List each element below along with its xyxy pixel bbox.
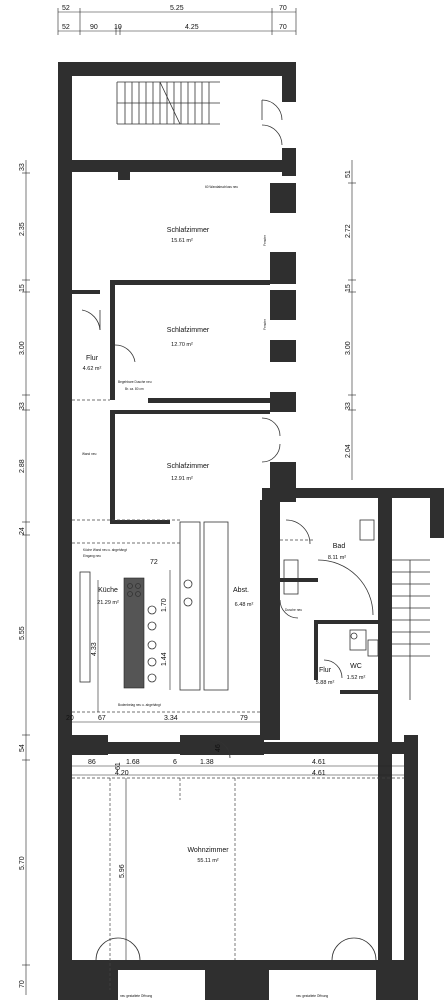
dim-86: 86	[88, 759, 96, 766]
dim-left-6: 2.88	[19, 459, 26, 473]
room-name-flur-2: Flur	[319, 667, 332, 674]
dim-top-5: 90	[90, 24, 98, 31]
top-dimensions: 52 5.25 70 52 90 10 4.25 70	[57, 5, 297, 35]
left-dimensions: 33 2.35 15 3.00 33 2.88 24 5.55 54 5.70 …	[19, 160, 30, 995]
dim-right-4: 3.00	[345, 341, 352, 355]
dim-top-6: 10	[114, 24, 122, 31]
room-name-wohnzimmer: Wohnzimmer	[187, 847, 229, 854]
dim-67: 67	[98, 715, 106, 722]
room-area-kueche: 21.29 m²	[97, 600, 119, 606]
dim-top-2: 5.25	[170, 5, 184, 12]
note-wand-neu: Wand neu	[82, 452, 97, 456]
inner-dimensions: 20 67 3.34 79 72 1.70 1.44 4.33 46 86 61…	[66, 559, 404, 960]
note-kueche-wand: Küche Wand neu u. abgehängt	[83, 548, 127, 552]
staircase-right	[392, 559, 430, 700]
dim-left-2: 2.35	[19, 222, 26, 236]
dim-left-11: 70	[19, 980, 26, 988]
note-fenster-1: Fenster	[263, 234, 267, 246]
note-oeffnung-2: neu gestaltete Öffnung	[296, 994, 328, 998]
dim-138: 1.38	[200, 759, 214, 766]
dim-20: 20	[66, 715, 74, 722]
dim-46: 46	[215, 744, 222, 752]
note-wandabschluss: 60 Wandabschluss neu	[205, 185, 238, 189]
dim-420: 4.20	[115, 770, 129, 777]
dim-596: 5.96	[119, 864, 126, 878]
room-area-schlafzimmer-3: 12.91 m²	[171, 476, 193, 482]
plan-notes: 60 Wandabschluss neu Fenster Fenster Beg…	[82, 185, 328, 998]
dim-72: 72	[150, 559, 158, 566]
room-name-kueche: Küche	[98, 587, 118, 594]
dim-top-3: 70	[279, 5, 287, 12]
dim-left-10: 5.70	[19, 856, 26, 870]
dim-left-3: 15	[19, 284, 26, 292]
dim-left-9: 54	[19, 744, 26, 752]
room-area-flur-1: 4.62 m²	[83, 366, 102, 372]
room-area-flur-2: 5.88 m²	[316, 680, 335, 686]
note-dusche: Begehbare Dusche neu	[118, 380, 152, 384]
room-name-flur-1: Flur	[86, 355, 99, 362]
note-bad-dusche: Dusche neu	[285, 608, 302, 612]
dim-left-4: 3.00	[19, 341, 26, 355]
room-area-abst: 6.48 m²	[235, 602, 254, 608]
dim-433: 4.33	[91, 642, 98, 656]
room-name-schlafzimmer-3: Schlafzimmer	[167, 463, 210, 470]
dim-61: 61	[115, 762, 122, 770]
dim-461b: 4.61	[312, 770, 326, 777]
walls	[58, 62, 444, 1000]
room-area-schlafzimmer-2: 12.70 m²	[171, 342, 193, 348]
room-area-schlafzimmer-1: 15.61 m²	[171, 238, 193, 244]
kitchen-fittings	[72, 399, 260, 713]
dim-79: 79	[240, 715, 248, 722]
dim-top-4: 52	[62, 24, 70, 31]
dim-461a: 4.61	[312, 759, 326, 766]
staircase-top	[116, 81, 220, 125]
dim-168: 1.68	[126, 759, 140, 766]
room-name-abst: Abst.	[233, 587, 249, 594]
note-oeffnung-1: neu gestaltete Öffnung	[120, 994, 152, 998]
dim-top-7: 4.25	[185, 24, 199, 31]
dim-left-1: 33	[19, 163, 26, 171]
doors	[81, 99, 377, 961]
right-dimensions: 51 2.72 15 3.00 33 2.04	[345, 160, 356, 480]
dim-right-2: 2.72	[345, 224, 352, 238]
dim-left-8: 5.55	[19, 626, 26, 640]
dim-left-7: 24	[19, 527, 26, 535]
dim-144: 1.44	[161, 652, 168, 666]
room-area-bad: 8.11 m²	[328, 555, 346, 561]
dim-right-6: 2.04	[345, 444, 352, 458]
room-name-schlafzimmer-2: Schlafzimmer	[167, 327, 210, 334]
dim-6: 6	[173, 759, 177, 766]
dim-right-5: 33	[345, 402, 352, 410]
note-fenster-2: Fenster	[263, 318, 267, 330]
bath-fittings	[280, 519, 379, 657]
dim-top-8: 70	[279, 24, 287, 31]
living-room-lines	[72, 777, 404, 990]
dim-170: 1.70	[161, 598, 168, 612]
note-bodenbelag: Bodenbelag neu u. abgehängt	[118, 703, 161, 707]
room-labels: Schlafzimmer 15.61 m² Schlafzimmer 12.70…	[83, 227, 366, 864]
dim-left-5: 33	[19, 402, 26, 410]
dim-right-1: 51	[345, 170, 352, 178]
room-name-wc: WC	[350, 663, 362, 670]
room-name-bad: Bad	[333, 543, 346, 550]
room-area-wohnzimmer: 55.11 m²	[197, 858, 218, 864]
room-area-wc: 1.52 m²	[347, 675, 366, 681]
note-breite: Br. ca. 80 cm	[125, 387, 144, 391]
dim-334: 3.34	[164, 715, 178, 722]
note-eingang: Eingang neu	[83, 554, 101, 558]
dim-top-1: 52	[62, 5, 70, 12]
dim-right-3: 15	[345, 284, 352, 292]
room-name-schlafzimmer-1: Schlafzimmer	[167, 227, 210, 234]
